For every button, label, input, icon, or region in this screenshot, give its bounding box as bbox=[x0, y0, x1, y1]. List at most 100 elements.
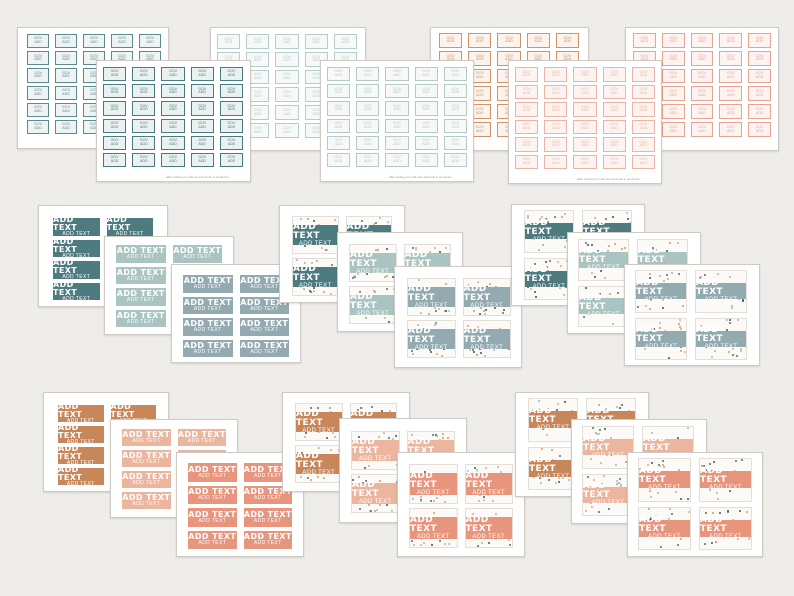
confetti-dot bbox=[648, 508, 651, 511]
label-line-2: ADD bbox=[563, 39, 572, 44]
confetti-dot bbox=[485, 466, 488, 469]
label-line-1: GOV bbox=[198, 69, 207, 74]
label-line-1: GOV bbox=[726, 124, 735, 129]
label-subtitle: ADD TEXT bbox=[704, 344, 738, 351]
label-line-2: ADD bbox=[610, 108, 618, 113]
confetti-dot bbox=[651, 246, 654, 249]
confetti-dot bbox=[590, 244, 593, 247]
label-subtitle: ADD TEXT bbox=[250, 327, 279, 333]
label-line-1: GOV bbox=[563, 35, 572, 40]
label-line-1: GOV bbox=[62, 36, 70, 41]
label-line-1: GOV bbox=[363, 120, 372, 125]
label-line-2: ADD bbox=[227, 90, 236, 95]
confetti-dot bbox=[598, 510, 601, 513]
label-subtitle: ADD TEXT bbox=[536, 425, 570, 432]
confetti-dot bbox=[650, 431, 653, 434]
confetti-dot bbox=[592, 479, 595, 482]
label-line-1: GOV bbox=[422, 69, 431, 74]
label-title: ADD TEXT bbox=[183, 297, 232, 307]
confetti-dot bbox=[571, 409, 574, 412]
label-title: ADD TEXT bbox=[243, 532, 292, 541]
label-subtitle: ADD TEXT bbox=[132, 437, 161, 444]
label-line-1: GOV bbox=[168, 155, 177, 160]
confetti-dot bbox=[431, 434, 434, 437]
confetti-dot bbox=[485, 308, 488, 311]
label-line-2: ADD bbox=[581, 108, 589, 113]
confetti-dot bbox=[666, 273, 669, 276]
confetti-dot bbox=[592, 427, 595, 430]
label-title: ADD TEXT bbox=[639, 466, 666, 486]
label-subtitle: ADD TEXT bbox=[253, 517, 282, 524]
label-subtitle: ADD TEXT bbox=[62, 274, 91, 279]
confetti-dot bbox=[434, 247, 437, 250]
label-line-1: GOV bbox=[610, 104, 619, 109]
confetti-dot bbox=[447, 542, 450, 545]
confetti-dot bbox=[300, 476, 303, 479]
confetti-dot bbox=[537, 408, 540, 411]
confetti-dot bbox=[679, 325, 682, 328]
label-line-1: GOV bbox=[451, 69, 460, 74]
label-line-1: GOV bbox=[363, 69, 372, 74]
label-subtitle: ADD TEXT bbox=[532, 284, 566, 291]
label-line-2: ADD bbox=[534, 58, 542, 62]
confetti-dot bbox=[410, 540, 413, 543]
confetti-dot bbox=[583, 316, 586, 319]
confetti-dot bbox=[430, 499, 433, 502]
label-line-1: GOV bbox=[726, 71, 735, 76]
confetti-dot bbox=[555, 481, 558, 484]
label-line-2: ADD bbox=[139, 73, 148, 78]
label-line-2: ADD bbox=[726, 92, 735, 97]
confetti-dot bbox=[664, 329, 667, 332]
confetti-dot bbox=[729, 322, 732, 325]
confetti-dot bbox=[538, 399, 541, 402]
confetti-dot bbox=[559, 287, 562, 290]
label-line-1: GOV bbox=[227, 155, 236, 160]
label-line-1: GOV bbox=[697, 35, 706, 40]
label-line-2: ADD bbox=[551, 143, 560, 148]
label-title: ADD TEXT bbox=[243, 487, 292, 496]
confetti-dot bbox=[679, 498, 682, 501]
label-line-1: GOV bbox=[640, 35, 649, 40]
confetti-dot bbox=[603, 428, 606, 431]
label-line-1: GOV bbox=[341, 54, 350, 59]
confetti-dot bbox=[420, 499, 423, 502]
confetti-dot bbox=[594, 432, 597, 435]
label-title: ADD TEXT bbox=[58, 468, 83, 482]
confetti-dot bbox=[391, 275, 394, 278]
confetti-dot bbox=[623, 246, 626, 249]
label-line-1: GOV bbox=[334, 86, 343, 91]
confetti-dot bbox=[488, 542, 491, 545]
label-line-1: GOV bbox=[198, 120, 207, 125]
confetti-dot bbox=[729, 489, 732, 492]
confetti-dot bbox=[545, 266, 548, 269]
label-title: ADD TEXT bbox=[350, 249, 377, 269]
confetti-dot bbox=[713, 461, 716, 464]
confetti-dot bbox=[611, 216, 614, 219]
label-line-1: GOV bbox=[504, 35, 513, 40]
confetti-dot bbox=[411, 247, 414, 250]
label-line-1: GOV bbox=[168, 103, 177, 108]
label-line-2: ADD bbox=[698, 110, 706, 115]
label-line-1: GOV bbox=[422, 103, 431, 108]
label-subtitle: ADD TEXT bbox=[198, 472, 227, 479]
label-line-2: ADD bbox=[581, 90, 589, 95]
